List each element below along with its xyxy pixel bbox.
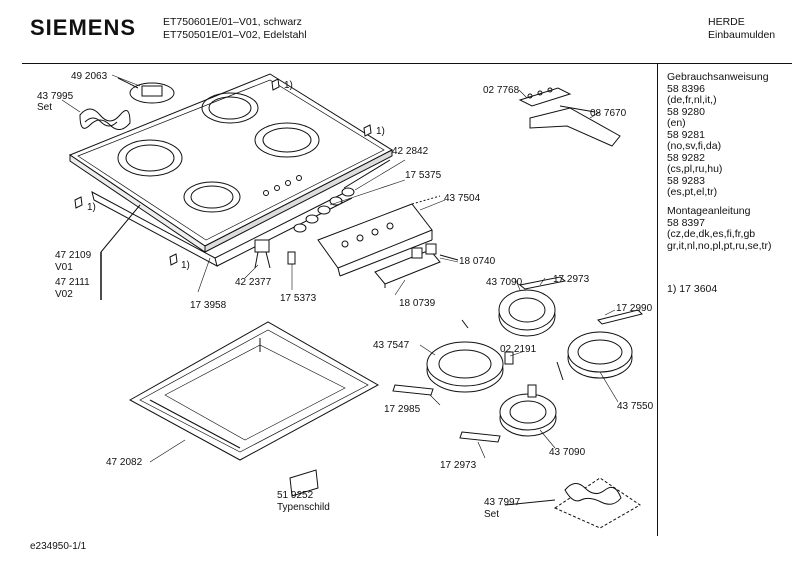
part-label: 51 9252 bbox=[277, 490, 314, 501]
part-label: 08 7670 bbox=[590, 108, 627, 119]
heating-elements bbox=[426, 289, 633, 437]
part-label: 42 2377 bbox=[235, 277, 272, 288]
part-label: Set bbox=[484, 509, 500, 520]
part-label: Set bbox=[37, 102, 53, 113]
manual-languages: (en) bbox=[667, 117, 686, 129]
manual-languages: (de,fr,nl,it,) bbox=[667, 94, 717, 106]
footnote-marker: 1) bbox=[284, 80, 293, 91]
control-module bbox=[317, 195, 441, 277]
sensor-part bbox=[117, 77, 175, 104]
leader-lines bbox=[61, 74, 619, 495]
cooking-zones bbox=[117, 92, 320, 213]
rating-plate bbox=[289, 469, 319, 497]
manual-number: 58 9283 bbox=[667, 174, 705, 187]
mounting-languages: (cz,de,dk,es,fi,fr,gb bbox=[667, 228, 756, 240]
control-knobs bbox=[293, 159, 391, 233]
part-label: V01 bbox=[55, 262, 73, 273]
manual-number: 58 8396 bbox=[667, 82, 705, 95]
control-symbols bbox=[263, 175, 302, 196]
part-label: Typenschild bbox=[277, 502, 330, 513]
part-label: 47 2111 bbox=[55, 277, 90, 288]
manual-languages: (cs,pl,ru,hu) bbox=[667, 163, 723, 175]
switch-blocks bbox=[374, 243, 459, 288]
part-label: 43 7550 bbox=[617, 401, 654, 412]
part-label: 17 2990 bbox=[616, 303, 653, 314]
variant-bracket bbox=[100, 204, 141, 300]
footnote-marker: 1) bbox=[376, 126, 385, 137]
manual-number: 58 9282 bbox=[667, 151, 705, 164]
element-clips bbox=[392, 276, 643, 443]
part-label: 18 0739 bbox=[399, 298, 436, 309]
sidebar-divider bbox=[657, 63, 658, 536]
manuals-block: Gebrauchsanweisung 58 8396 (de,fr,nl,it,… bbox=[667, 71, 769, 199]
model-line-2: ET750501E/01–V02, Edelstahl bbox=[163, 29, 307, 41]
mounting-languages: gr,it,nl,no,pl,pt,ru,se,tr) bbox=[667, 239, 772, 252]
category-label: HERDE Einbaumulden bbox=[708, 16, 775, 42]
bottom-tray bbox=[128, 321, 380, 461]
model-list: ET750601E/01–V01, schwarz ET750501E/01–V… bbox=[163, 16, 307, 42]
part-label: 02 7768 bbox=[483, 85, 520, 96]
mounting-number: 58 8397 bbox=[667, 216, 705, 229]
manual-languages: (es,pt,el,tr) bbox=[667, 186, 718, 198]
model-line-1: ET750601E/01–V01, schwarz bbox=[163, 16, 302, 28]
part-label: 17 2985 bbox=[384, 404, 421, 415]
part-label: 49 2063 bbox=[71, 71, 108, 82]
category-line-2: Einbaumulden bbox=[708, 29, 776, 41]
part-label: 43 7504 bbox=[444, 193, 481, 204]
manual-number: 58 9281 bbox=[667, 128, 705, 141]
manuals-title: Gebrauchsanweisung bbox=[667, 71, 769, 83]
header-divider bbox=[22, 63, 792, 64]
spacer-parts bbox=[254, 239, 296, 269]
footnote-marker: 1) bbox=[181, 260, 190, 271]
part-label: 43 7547 bbox=[373, 340, 410, 351]
part-label: 42 2842 bbox=[392, 146, 429, 157]
part-label: 43 7090 bbox=[486, 277, 523, 288]
limiter bbox=[504, 351, 537, 398]
part-label: 17 3958 bbox=[190, 300, 227, 311]
manual-number: 58 9280 bbox=[667, 105, 705, 118]
clip-parts bbox=[74, 78, 372, 266]
part-label: 43 7995 bbox=[37, 91, 74, 102]
cooktop-glass bbox=[68, 73, 394, 253]
bracket-tool bbox=[518, 87, 621, 147]
mounting-block: Montageanleitung 58 8397 (cz,de,dk,es,fi… bbox=[667, 205, 772, 252]
part-label: 43 7997 bbox=[484, 497, 521, 508]
part-label: 18 0740 bbox=[459, 256, 496, 267]
part-label: 17 2973 bbox=[440, 460, 477, 471]
part-label: V02 bbox=[55, 289, 73, 300]
part-label: 47 2082 bbox=[106, 457, 143, 468]
document-code: e234950-1/1 bbox=[30, 541, 87, 552]
part-label: 02 2191 bbox=[500, 344, 537, 355]
part-label: 17 2973 bbox=[553, 274, 590, 285]
part-label: 47 2109 bbox=[55, 250, 92, 261]
brand-logo: SIEMENS bbox=[30, 15, 137, 40]
manual-languages: (no,sv,fi,da) bbox=[667, 140, 722, 152]
footnote-marker: 1) bbox=[87, 202, 96, 213]
category-line-1: HERDE bbox=[708, 16, 745, 28]
part-label: 17 5375 bbox=[405, 170, 442, 181]
spring-set bbox=[79, 108, 131, 130]
cooktop-frame bbox=[91, 189, 353, 267]
spring-set-2 bbox=[504, 477, 641, 529]
footnote: 1) 17 3604 bbox=[667, 283, 718, 295]
part-label: 43 7090 bbox=[549, 447, 586, 458]
mounting-title: Montageanleitung bbox=[667, 205, 751, 217]
part-label: 17 5373 bbox=[280, 293, 317, 304]
